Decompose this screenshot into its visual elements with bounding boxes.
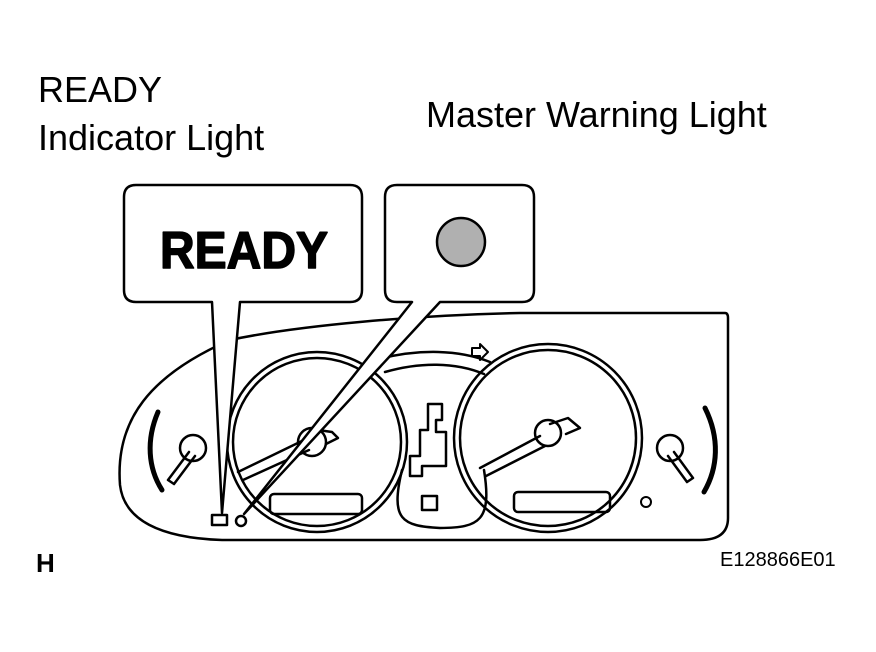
right-gauge-arc <box>701 405 718 495</box>
temp-gauge-icon <box>655 433 695 484</box>
figure-code: E128866E01 <box>720 549 836 571</box>
fuel-gauge-icon <box>166 433 208 486</box>
ready-indicator-label-line2: Indicator Light <box>38 117 265 158</box>
left-gauge-arc <box>147 409 165 493</box>
center-gauge <box>373 350 492 530</box>
ready-callout-text: READY <box>160 222 328 280</box>
master-warning-lamp <box>234 514 248 528</box>
ready-indicator-lamp <box>210 513 229 527</box>
ready-callout: READY <box>122 183 364 515</box>
master-warning-label: Master Warning Light <box>426 94 767 135</box>
cluster-housing <box>118 311 730 542</box>
arrow-icon <box>471 343 489 361</box>
small-indicator-right <box>640 496 652 508</box>
ready-indicator-label-line1: READY <box>38 69 163 110</box>
tachometer-icon <box>452 342 644 534</box>
master-warning-light-icon <box>435 216 487 268</box>
view-letter: H <box>36 548 55 578</box>
shift-indicator-icon <box>408 402 448 478</box>
master-warning-callout <box>242 183 536 516</box>
